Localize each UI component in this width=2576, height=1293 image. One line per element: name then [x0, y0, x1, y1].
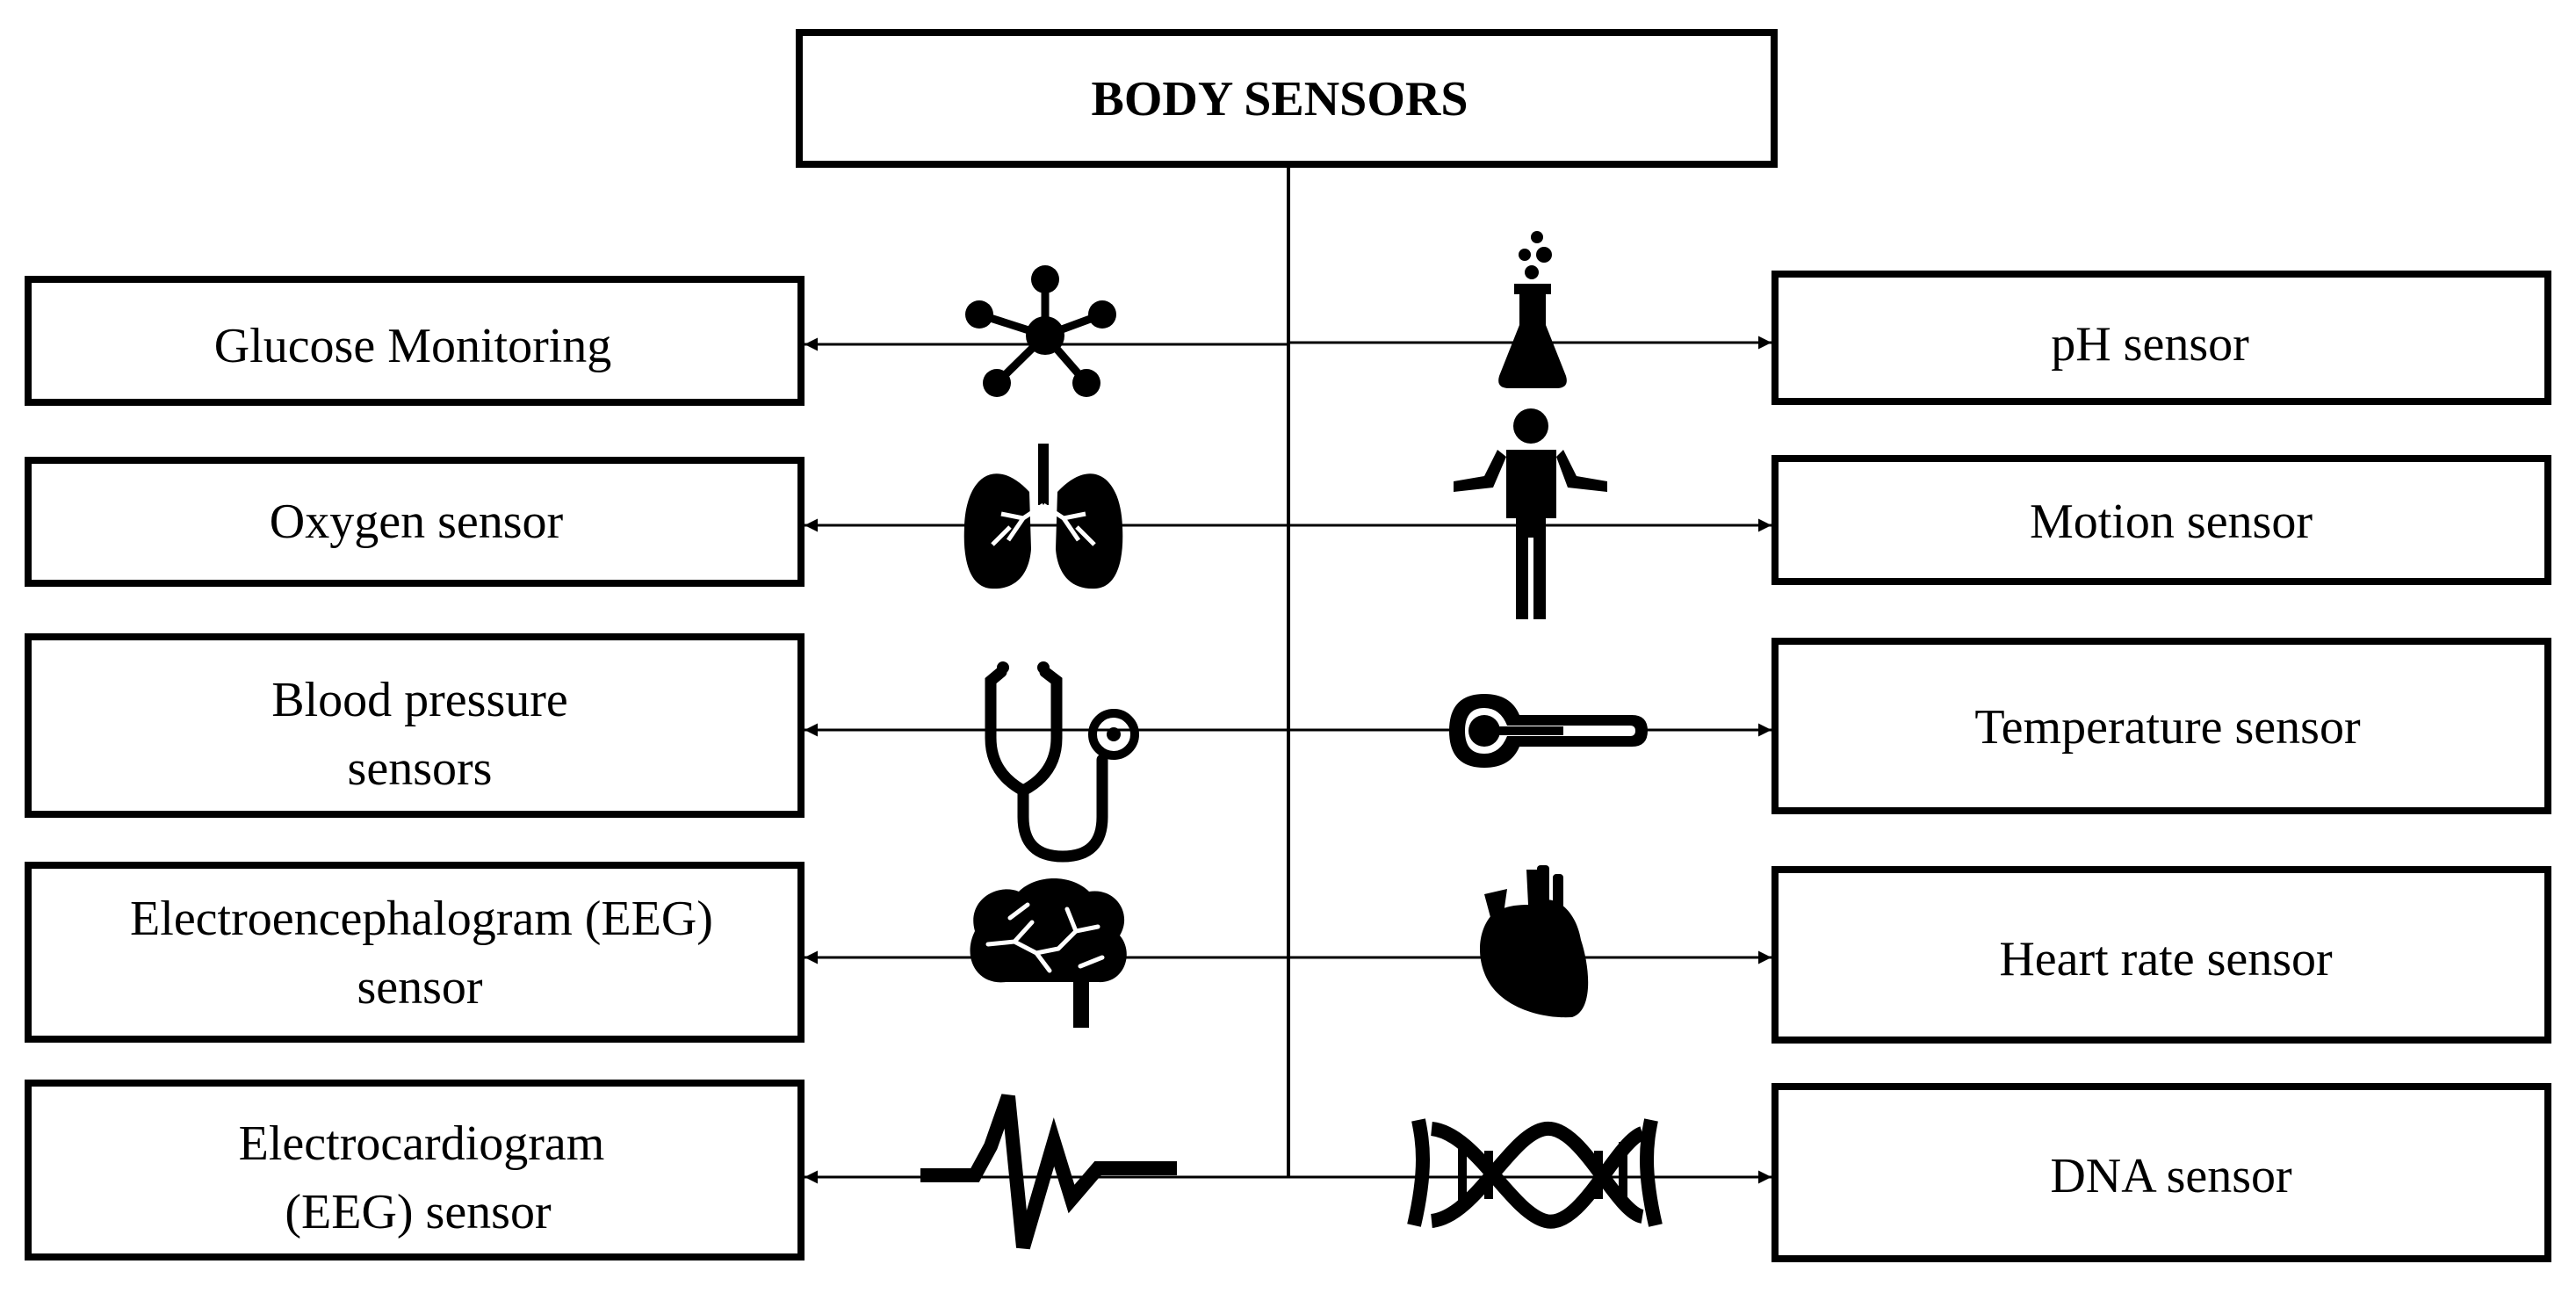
sensor-box-motion: Motion sensor — [1771, 455, 2551, 585]
sensor-box-ph: pH sensor — [1771, 271, 2551, 405]
sensor-box-oxygen: Oxygen sensor — [25, 457, 805, 587]
title-box: BODY SENSORS — [796, 29, 1778, 168]
sensor-box-glucose: Glucose Monitoring — [25, 276, 805, 406]
sensor-box-eeg: Electroencephalogram (EEG) sensor — [25, 862, 805, 1043]
sensor-label: pH sensor — [2051, 317, 2249, 372]
lungs-icon — [963, 444, 1123, 589]
molecule-icon — [965, 265, 1116, 397]
sensor-label: Heart rate sensor — [1999, 932, 2333, 986]
sensor-label: Motion sensor — [2030, 495, 2313, 549]
sensor-label-line-2: sensor — [357, 960, 482, 1015]
sensor-label: Oxygen sensor — [270, 495, 564, 549]
sensor-label-line-1: Electrocardiogram — [239, 1116, 605, 1171]
sensor-label: DNA sensor — [2050, 1149, 2292, 1203]
sensor-label-line-2: (EEG) sensor — [285, 1185, 552, 1239]
sensor-label: Temperature sensor — [1974, 700, 2361, 755]
sensor-box-dna: DNA sensor — [1771, 1083, 2551, 1262]
diagram-title: BODY SENSORS — [1092, 72, 1468, 126]
left-sensor-boxes: Glucose Monitoring Oxygen sensor Blood p… — [25, 276, 805, 1260]
sensor-label-line-2: sensors — [348, 741, 493, 796]
sensor-box-temperature: Temperature sensor — [1771, 638, 2551, 814]
right-sensor-boxes: pH sensor Motion sensor Temperature sens… — [1771, 271, 2551, 1262]
sensor-box-blood-pressure: Blood pressure sensors — [25, 633, 805, 818]
stethoscope-icon — [985, 661, 1139, 863]
flask-icon — [1498, 231, 1567, 388]
ecg-waveform-icon — [920, 1094, 1177, 1250]
brain-icon — [970, 878, 1127, 1028]
sensor-label-line-1: Electroencephalogram (EEG) — [130, 892, 713, 946]
thermometer-icon — [1449, 694, 1648, 768]
sensor-box-heart-rate: Heart rate sensor — [1771, 866, 2551, 1044]
person-icon — [1454, 408, 1607, 619]
sensor-box-ecg: Electrocardiogram (EEG) sensor — [25, 1080, 805, 1260]
dna-icon — [1407, 1118, 1663, 1229]
sensor-label: Glucose Monitoring — [214, 319, 612, 373]
sensor-label-line-1: Blood pressure — [271, 673, 568, 727]
heart-icon — [1480, 865, 1589, 1018]
